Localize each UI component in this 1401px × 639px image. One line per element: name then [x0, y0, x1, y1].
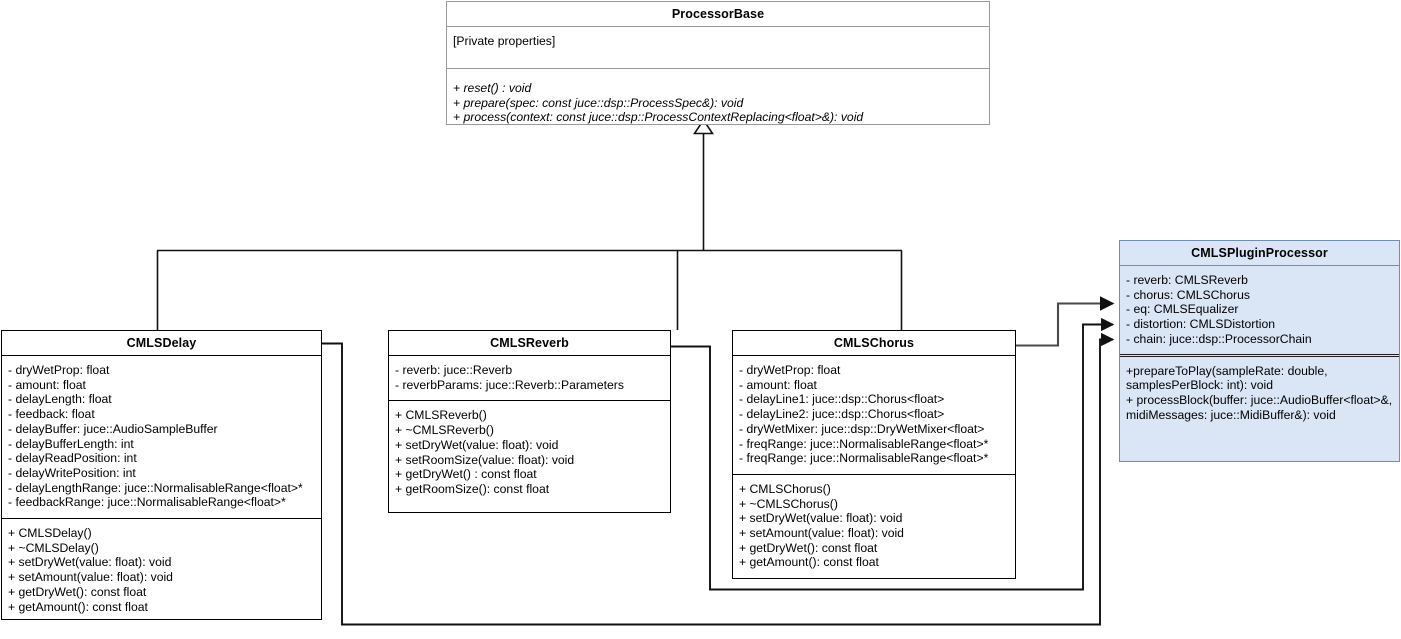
operation-row: + getDryWet(): const float — [739, 540, 878, 555]
operation-row: + setRoomSize(value: float): void — [395, 452, 575, 467]
operation-row: + setAmount(value: float): void — [8, 570, 173, 585]
operation-row: +prepareToPlay(sampleRate: double, sampl… — [1126, 363, 1328, 393]
attribute-row: - delayBuffer: juce::AudioSampleBuffer — [8, 421, 218, 436]
class-attributes-cmls-chorus: - dryWetProp: float - amount: float - de… — [733, 356, 1015, 475]
operation-row: + CMLSReverb() — [395, 408, 487, 423]
class-operations-processor-base: + reset() : void + prepare(spec: const j… — [447, 69, 989, 141]
attribute-row: - delayLength: float — [8, 392, 112, 407]
operation-row: + ~CMLSReverb() — [395, 423, 494, 438]
operation-row: + process(context: const juce::dsp::Proc… — [453, 110, 864, 125]
attribute-row: - delayWritePosition: int — [8, 465, 136, 480]
operation-row: + reset() : void — [453, 81, 532, 95]
operation-row: + prepare(spec: const juce::dsp::Process… — [453, 95, 744, 110]
operation-row: + getDryWet(): const float — [8, 584, 147, 599]
class-box-cmls-plugin-processor[interactable]: CMLSPluginProcessor - reverb: CMLSReverb… — [1119, 240, 1400, 462]
class-title-cmls-delay: CMLSDelay — [2, 331, 321, 356]
class-operations-cmls-delay: + CMLSDelay() + ~CMLSDelay() + setDryWet… — [2, 519, 321, 622]
operation-row: + ~CMLSDelay() — [8, 540, 99, 555]
attribute-row: - reverbParams: juce::Reverb::Parameters — [395, 377, 624, 392]
attribute-row: - feedback: float — [8, 407, 95, 422]
operation-row: + setDryWet(value: float): void — [8, 555, 172, 570]
class-attributes-cmls-delay: - dryWetProp: float - amount: float - de… — [2, 356, 321, 520]
operation-row: + CMLSDelay() — [8, 526, 92, 541]
operation-row: + getAmount(): const float — [8, 599, 148, 614]
attribute-row: - dryWetProp: float — [739, 363, 841, 377]
edge-chorus-to-pluginprocessor — [1016, 296, 1115, 347]
attribute-row: - dryWetMixer: juce::dsp::DryWetMixer<fl… — [739, 421, 985, 436]
attribute-row: - eq: CMLSEqualizer — [1126, 302, 1239, 317]
class-title-processor-base: ProcessorBase — [447, 2, 989, 27]
attribute-row: - dryWetProp: float — [8, 363, 110, 377]
generalization-edges — [156, 118, 903, 330]
attribute-row: - freqRange: juce::NormalisableRange<flo… — [739, 436, 989, 451]
attribute-row: - amount: float — [739, 377, 817, 392]
attribute-row: - delayReadPosition: int — [8, 451, 137, 466]
attribute-row: - chain: juce::dsp::ProcessorChain — [1126, 331, 1312, 346]
class-attributes-processor-base: [Private properties] — [447, 27, 989, 69]
operation-row: + setDryWet(value: float): void — [395, 437, 559, 452]
operation-row: + setDryWet(value: float): void — [739, 511, 903, 526]
operation-row: + ~CMLSChorus() — [739, 496, 838, 511]
class-title-cmls-reverb: CMLSReverb — [389, 331, 670, 356]
attribute-row: - delayBufferLength: int — [8, 436, 134, 451]
class-title-cmls-chorus: CMLSChorus — [733, 331, 1015, 356]
class-box-cmls-chorus[interactable]: CMLSChorus - dryWetProp: float - amount:… — [732, 330, 1016, 579]
attribute-row: - reverb: CMLSReverb — [1126, 273, 1248, 287]
attribute-row: [Private properties] — [453, 34, 556, 48]
operation-row: + getAmount(): const float — [739, 555, 879, 570]
operation-row: + CMLSChorus() — [739, 481, 831, 496]
operation-row: + processBlock(buffer: juce::AudioBuffer… — [1126, 392, 1393, 422]
class-box-cmls-delay[interactable]: CMLSDelay - dryWetProp: float - amount: … — [1, 330, 322, 620]
attribute-row: - delayLengthRange: juce::NormalisableRa… — [8, 480, 303, 495]
class-box-processor-base[interactable]: ProcessorBase [Private properties] + res… — [446, 1, 990, 125]
class-title-cmls-plugin-processor: CMLSPluginProcessor — [1120, 241, 1399, 266]
attribute-row: - freqRange: juce::NormalisableRange<flo… — [739, 451, 989, 466]
class-box-cmls-reverb[interactable]: CMLSReverb - reverb: juce::Reverb - reve… — [388, 330, 671, 513]
operation-row: + getRoomSize(): const float — [395, 481, 550, 496]
attribute-row: - amount: float — [8, 377, 86, 392]
attribute-row: - distortion: CMLSDistortion — [1126, 317, 1276, 332]
class-attributes-cmls-plugin-processor: - reverb: CMLSReverb - chorus: CMLSChoru… — [1120, 266, 1399, 355]
operation-row: + setAmount(value: float): void — [739, 526, 904, 541]
class-operations-cmls-reverb: + CMLSReverb() + ~CMLSReverb() + setDryW… — [389, 401, 670, 504]
attribute-row: - delayLine1: juce::dsp::Chorus<float> — [739, 392, 945, 407]
attribute-row: - chorus: CMLSChorus — [1126, 287, 1250, 302]
attribute-row: - delayLine2: juce::dsp::Chorus<float> — [739, 407, 945, 422]
class-operations-cmls-plugin-processor: +prepareToPlay(sampleRate: double, sampl… — [1120, 355, 1399, 431]
attribute-row: - reverb: juce::Reverb — [395, 363, 513, 377]
class-attributes-cmls-reverb: - reverb: juce::Reverb - reverbParams: j… — [389, 356, 670, 402]
class-operations-cmls-chorus: + CMLSChorus() + ~CMLSChorus() + setDryW… — [733, 475, 1015, 578]
operation-row: + getDryWet() : const float — [395, 467, 537, 482]
attribute-row: - feedbackRange: juce::NormalisableRange… — [8, 495, 286, 510]
